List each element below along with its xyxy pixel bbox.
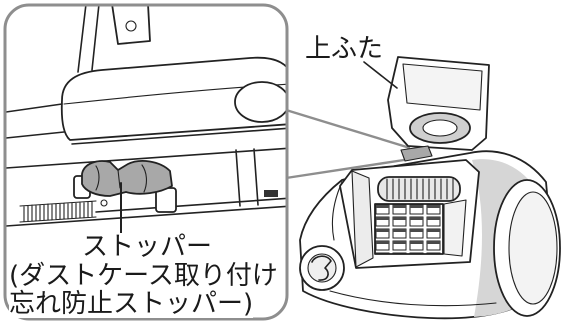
body-frame-lines [6,103,286,227]
body-clip-mark [264,190,278,197]
lid-top-knob [234,81,286,123]
brush-hatching [19,200,97,223]
lid-inner-face [402,63,483,111]
stopper-note-line1: (ダストケース取り付け [9,261,278,291]
vacuum-stopper-part [400,145,433,162]
rear-wheel-hub [508,191,558,305]
brush-roller [377,176,461,202]
dust-case-stopper [81,160,173,197]
brush-roller-ribs [386,178,454,200]
zoom-inset-frame [3,3,289,321]
zoom-inset [3,3,289,321]
stopper-note-line2: 忘れ防止ストッパー) [9,289,254,319]
bay-inner-left-wall [351,170,374,268]
stopper-label: ストッパー [80,232,215,262]
zoom-connector-upper [285,108,411,150]
hose-inlet-latch [311,255,332,281]
hose-inlet-opening [307,253,337,283]
lid-leader-line [363,61,398,89]
zoom-inset-drawing [6,6,286,237]
filter-grid [374,203,444,255]
zoom-connector-lower [285,158,405,180]
lid-filter-cover-center [422,119,458,137]
zoom-connector-lines [285,108,411,180]
dust-case-stopper-ridges [95,164,147,193]
lid-label: 上ふた [305,34,384,64]
hinge-bracket-hole [125,20,137,32]
vacuum-cleaner [299,56,561,320]
lid-top-block [60,56,286,141]
bay-inner-right-wall [443,199,467,257]
lid-hinge-arm [77,6,100,73]
stopper-screw-hole [100,199,108,207]
